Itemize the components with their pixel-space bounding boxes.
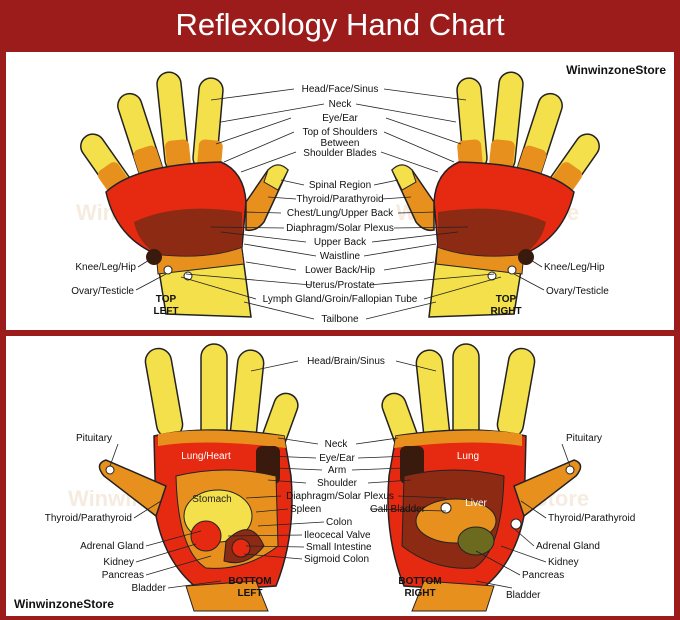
caption: LEFT: [238, 588, 263, 599]
label: Adrenal Gland: [80, 541, 144, 552]
caption: RIGHT: [490, 306, 521, 317]
label: Lymph Gland/Groin/Fallopian Tube: [263, 294, 418, 305]
bottom-left-labels: Pituitary Thyroid/Parathyroid Adrenal Gl…: [45, 433, 167, 594]
caption: LEFT: [154, 306, 179, 317]
label: Eye/Ear: [322, 113, 358, 124]
label: Adrenal Gland: [536, 541, 600, 552]
label: Spleen: [290, 504, 321, 515]
label: Head/Brain/Sinus: [307, 356, 385, 367]
label: Bladder: [506, 590, 541, 601]
top-panel: WinwinzoneStore WinwinzoneStore: [6, 52, 674, 330]
caption: BOTTOM: [398, 576, 441, 587]
label: Stomach: [192, 494, 231, 505]
label: Head/Face/Sinus: [302, 84, 379, 95]
label: Ileocecal Valve: [304, 530, 371, 541]
label: Sigmoid Colon: [304, 554, 369, 565]
label: Shoulder Blades: [303, 148, 376, 159]
label: Kidney: [103, 557, 134, 568]
bottom-diagram: WinwinzoneStore WinwinzoneStore Lung: [14, 343, 635, 612]
bottom-center-labels: Head/Brain/Sinus Neck Eye/Ear Arm Should…: [286, 356, 426, 565]
label: Thyroid/Parathyroid: [296, 194, 383, 205]
label: Tailbone: [321, 314, 359, 325]
top-diagram: WinwinzoneStore WinwinzoneStore: [71, 63, 666, 325]
label: Upper Back: [314, 237, 367, 248]
brand-label: WinwinzoneStore: [566, 63, 666, 77]
label: Pancreas: [522, 570, 564, 581]
label: Thyroid/Parathyroid: [548, 513, 635, 524]
label: Colon: [326, 517, 352, 528]
label: Bladder: [132, 583, 167, 594]
label: Pituitary: [76, 433, 112, 444]
top-leader-lines: [135, 88, 545, 320]
label: Arm: [328, 465, 346, 476]
top-left-hand: [80, 71, 289, 318]
label: Diaphragm/Solar Plexus: [286, 491, 394, 502]
label: Lung: [457, 451, 479, 462]
label: Kidney: [548, 557, 579, 568]
bottom-left-hand: Lung/Heart Stomach: [98, 343, 299, 612]
label: Between: [321, 138, 360, 149]
label: Thyroid/Parathyroid: [45, 513, 132, 524]
label: Chest/Lung/Upper Back: [287, 208, 394, 219]
brand-label: WinwinzoneStore: [14, 597, 114, 611]
label: Diaphragm/Solar Plexus: [286, 223, 394, 234]
top-right-hand: [391, 71, 600, 318]
label: Uterus/Prostate: [305, 280, 375, 291]
label: Lung/Heart: [181, 451, 231, 462]
label: Small Intestine: [306, 542, 372, 553]
label: Waistline: [320, 251, 361, 262]
label: Neck: [329, 99, 353, 110]
caption: RIGHT: [404, 588, 435, 599]
caption: TOP: [156, 294, 177, 305]
label: Knee/Leg/Hip: [544, 262, 605, 273]
label: Ovary/Testicle: [71, 286, 134, 297]
caption: TOP: [496, 294, 517, 305]
label: Eye/Ear: [319, 453, 355, 464]
label: Gall Bladder: [370, 504, 426, 515]
label: Spinal Region: [309, 180, 371, 191]
label: Shoulder: [317, 478, 358, 489]
label: Neck: [325, 439, 349, 450]
label: Knee/Leg/Hip: [75, 262, 136, 273]
top-center-labels: Head/Face/Sinus Neck Eye/Ear Top of Shou…: [263, 84, 418, 325]
page-title: Reflexology Hand Chart: [175, 7, 505, 42]
bottom-leader-lines: [109, 360, 571, 589]
label: Pituitary: [566, 433, 602, 444]
label: Lower Back/Hip: [305, 265, 375, 276]
label: Ovary/Testicle: [546, 286, 609, 297]
label: Liver: [465, 498, 487, 509]
bottom-right-hand: Lung Liver: [381, 343, 582, 612]
label: Pancreas: [102, 570, 144, 581]
label: Top of Shoulders: [302, 127, 377, 138]
caption: BOTTOM: [228, 576, 271, 587]
bottom-right-labels: Pituitary Thyroid/Parathyroid Adrenal Gl…: [506, 433, 635, 601]
bottom-panel: WinwinzoneStore WinwinzoneStore Lung: [6, 336, 674, 616]
